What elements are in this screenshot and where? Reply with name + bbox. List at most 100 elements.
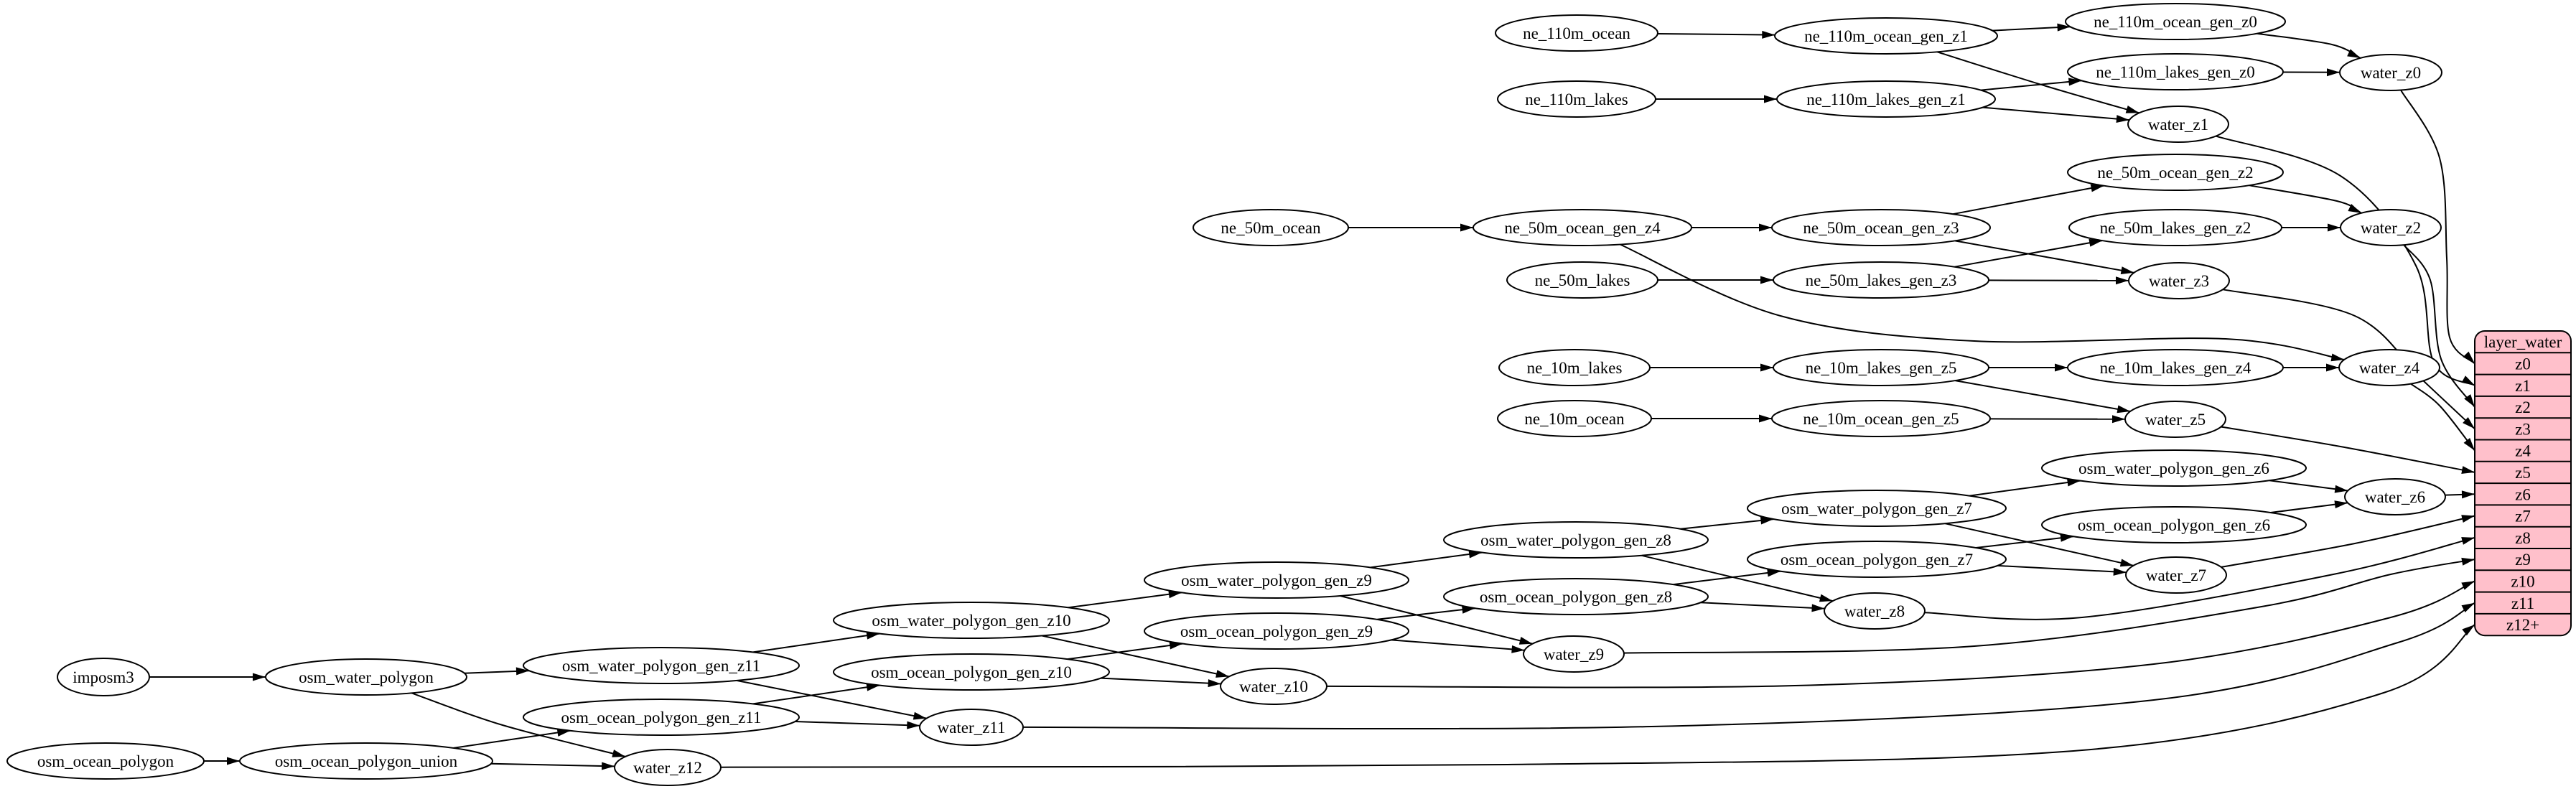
layer-water-row-z4: z4 [2515, 442, 2531, 460]
node-ellipse [919, 709, 1024, 746]
node-label: osm_ocean_polygon_gen_z9 [1180, 622, 1373, 640]
graph-node-ne_110m_lakes_gen_z0: ne_110m_lakes_gen_z0 [2067, 53, 2284, 90]
edge-osm_ocean_polygon_gen_z10--water_z10 [1101, 677, 1221, 688]
node-ellipse [1144, 612, 1409, 650]
graph-node-osm_water_polygon_gen_z6: osm_water_polygon_gen_z6 [2041, 449, 2307, 487]
edge-water_z9--layer_water-z9 [1623, 557, 2475, 654]
edge-osm_water_polygon_gen_z11--osm_water_polygon_gen_z10 [752, 631, 880, 653]
edge-water_z0--layer_water-z0 [2400, 90, 2475, 365]
edge-ne_110m_lakes_gen_z1--ne_110m_lakes_gen_z0 [1980, 78, 2082, 91]
edge-water_z2--layer_water-z2 [2403, 244, 2475, 408]
graph-node-water_z5: water_z5 [2124, 401, 2226, 438]
edge-water_z4--layer_water-z4 [2410, 383, 2475, 452]
edge-water_z12--layer_water-z12+ [720, 624, 2475, 768]
node-ellipse [1506, 261, 1658, 299]
node-ellipse [1498, 349, 1651, 386]
edge-osm_water_polygon_gen_z7--water_z7 [1944, 523, 2134, 567]
edge-ne_10m_lakes_gen_z5--water_z5 [1955, 380, 2131, 414]
edge-osm_water_polygon_gen_z8--osm_water_polygon_gen_z7 [1680, 516, 1774, 530]
node-label: ne_50m_ocean_gen_z3 [1803, 219, 1959, 237]
layer-water-row-z11: z11 [2511, 594, 2534, 612]
layer-water-row-z2: z2 [2515, 398, 2531, 416]
graph-node-ne_50m_ocean_gen_z2: ne_50m_ocean_gen_z2 [2067, 154, 2284, 191]
node-label: water_z9 [1544, 645, 1604, 663]
edge-osm_water_polygon_gen_z7--osm_water_polygon_gen_z6 [1969, 478, 2081, 497]
edge-osm_water_polygon_gen_z11--water_z11 [736, 679, 927, 720]
node-label: water_z11 [938, 719, 1006, 737]
node-label: water_z8 [1844, 602, 1905, 620]
node-ellipse [614, 749, 722, 786]
edge-osm_ocean_polygon_gen_z7--osm_ocean_polygon_gen_z6 [1976, 533, 2074, 548]
node-ellipse [2041, 506, 2307, 543]
layer-water-row-z12+: z12+ [2506, 616, 2539, 634]
graph-node-ne_50m_ocean_gen_z4: ne_50m_ocean_gen_z4 [1473, 209, 1692, 246]
edge-osm_ocean_polygon_gen_z11--osm_ocean_polygon_gen_z10 [752, 683, 880, 705]
graph-node-osm_ocean_polygon_gen_z6: osm_ocean_polygon_gen_z6 [2041, 506, 2307, 543]
node-label: ne_110m_lakes [1525, 90, 1628, 108]
edge-osm_water_polygon_gen_z9--osm_water_polygon_gen_z8 [1370, 550, 1483, 569]
node-ellipse [1773, 349, 1989, 386]
node-ellipse [523, 699, 800, 736]
graph-node-ne_110m_lakes: ne_110m_lakes [1497, 80, 1656, 118]
graph-node-osm_ocean_polygon_gen_z8: osm_ocean_polygon_gen_z8 [1443, 578, 1709, 615]
node-ellipse [2127, 106, 2229, 143]
node-label: ne_50m_lakes_gen_z3 [1806, 271, 1957, 289]
edge-ne_50m_ocean_gen_z3--ne_50m_ocean_gen_z2 [1952, 184, 2104, 215]
graph-node-water_z11: water_z11 [919, 709, 1024, 746]
graph-node-water_z0: water_z0 [2339, 54, 2442, 91]
edge-osm_ocean_polygon_gen_z9--osm_ocean_polygon_gen_z8 [1377, 605, 1475, 620]
graph-node-osm_water_polygon_gen_z7: osm_water_polygon_gen_z7 [1747, 490, 2007, 527]
edge-osm_water_polygon_gen_z9--water_z9 [1339, 594, 1533, 645]
graph-node-water_z2: water_z2 [2340, 209, 2442, 246]
edge-osm_ocean_polygon_gen_z9--water_z9 [1391, 639, 1525, 653]
node-label: osm_water_polygon [299, 668, 434, 686]
graph-node-water_z10: water_z10 [1220, 668, 1327, 705]
node-ellipse [1747, 490, 2007, 527]
node-label: osm_water_polygon_gen_z11 [562, 657, 760, 675]
node-label: osm_ocean_polygon_gen_z11 [561, 709, 762, 727]
graph-node-water_z8: water_z8 [1824, 592, 1926, 630]
node-ellipse [2067, 154, 2284, 191]
graph-node-ne_110m_ocean: ne_110m_ocean [1495, 14, 1658, 52]
graph-edges [149, 23, 2475, 770]
node-label: ne_50m_ocean [1221, 219, 1321, 237]
graph-node-water_z12: water_z12 [614, 749, 722, 786]
node-ellipse [1774, 17, 1998, 55]
edge-ne_110m_ocean_gen_z0--water_z0 [2257, 32, 2361, 59]
node-label: water_z1 [2148, 116, 2208, 134]
layer-water-table: layer_waterz0z1z2z3z4z5z6z7z8z9z10z11z12… [2474, 330, 2572, 637]
graph-node-ne_10m_lakes_gen_z5: ne_10m_lakes_gen_z5 [1773, 349, 1989, 386]
graph-node-ne_50m_ocean_gen_z3: ne_50m_ocean_gen_z3 [1771, 209, 1991, 246]
edge-water_z6--layer_water-z6 [2445, 490, 2475, 499]
node-ellipse [239, 742, 493, 780]
node-label: water_z3 [2149, 272, 2209, 290]
edge-ne_50m_ocean_gen_z2--water_z2 [2249, 185, 2362, 214]
node-ellipse [57, 658, 150, 696]
node-ellipse [1220, 668, 1327, 705]
graph-node-ne_110m_ocean_gen_z0: ne_110m_ocean_gen_z0 [2065, 3, 2286, 40]
node-label: ne_10m_lakes_gen_z4 [2100, 359, 2251, 377]
graph-node-ne_10m_lakes: ne_10m_lakes [1498, 349, 1651, 386]
node-label: ne_50m_ocean_gen_z4 [1504, 219, 1661, 237]
edge-osm_water_polygon_gen_z8--water_z8 [1641, 554, 1833, 602]
graph-node-osm_water_polygon_gen_z11: osm_water_polygon_gen_z11 [523, 647, 800, 684]
node-ellipse [2339, 54, 2442, 91]
node-ellipse [265, 658, 467, 696]
edge-osm_ocean_polygon_union--osm_ocean_polygon_gen_z11 [453, 728, 571, 749]
graph-node-ne_10m_ocean_gen_z5: ne_10m_ocean_gen_z5 [1771, 400, 1991, 437]
node-ellipse [1771, 400, 1991, 437]
node-label: water_z7 [2146, 566, 2206, 584]
graph-node-imposm3: imposm3 [57, 658, 150, 696]
node-ellipse [2067, 349, 2284, 386]
graph-node-osm_ocean_polygon_gen_z11: osm_ocean_polygon_gen_z11 [523, 699, 800, 736]
graph-node-ne_10m_lakes_gen_z4: ne_10m_lakes_gen_z4 [2067, 349, 2284, 386]
node-ellipse [2065, 3, 2286, 40]
node-ellipse [2125, 556, 2227, 594]
layer-water-table-title: layer_water [2484, 333, 2562, 351]
node-label: ne_50m_lakes [1535, 271, 1630, 289]
node-label: ne_110m_ocean [1523, 24, 1630, 42]
edge-osm_ocean_polygon_gen_z7--water_z7 [1997, 564, 2127, 576]
graph-node-osm_ocean_polygon_union: osm_ocean_polygon_union [239, 742, 493, 780]
